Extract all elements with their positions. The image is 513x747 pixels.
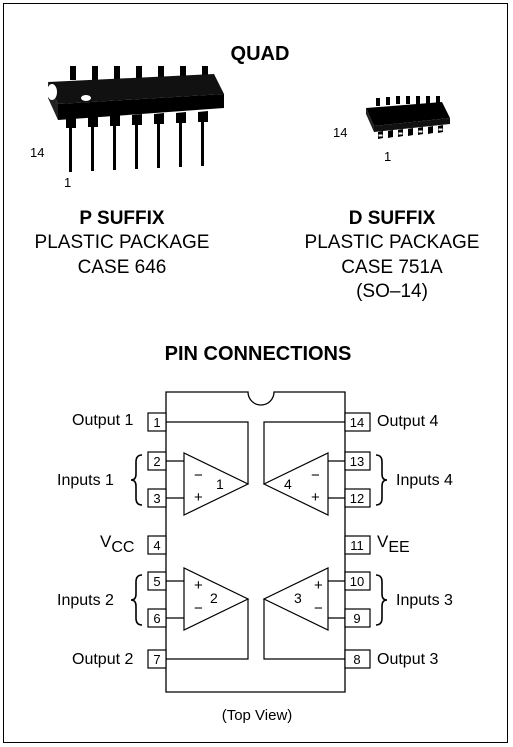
pin-box-11: [344, 535, 371, 555]
amp-1-noninverting-sign: +: [194, 489, 203, 506]
dip-pin-1-label: 1: [64, 175, 72, 190]
amp-4-noninverting-sign: +: [311, 489, 320, 506]
dip-package-type: PLASTIC PACKAGE: [34, 232, 210, 253]
dip-pin-14-label: 14: [30, 145, 45, 160]
pin-number-14: 14: [349, 415, 365, 430]
pin-number-9: 9: [353, 611, 361, 626]
soic-suffix: D SUFFIX: [348, 208, 436, 229]
amp-3-noninverting-sign: +: [314, 577, 323, 594]
soic-pin-1-label: 1: [384, 149, 392, 164]
pin-number-11: 11: [350, 538, 364, 553]
label-output-1: Output 1: [72, 412, 134, 429]
pin-number-4: 4: [153, 538, 161, 553]
pin-number-12: 12: [349, 491, 365, 506]
amp-4-triangle: [262, 452, 329, 516]
amp-1-number: 1: [216, 476, 224, 492]
top-view-caption: (Top View): [221, 707, 293, 724]
soic-case: CASE 751A: [341, 257, 443, 278]
label-vcc: VCC: [100, 532, 135, 556]
pin-number-6: 6: [153, 611, 161, 626]
amp-3-inverting-sign: −: [314, 600, 323, 617]
amp-2-inverting-sign: −: [194, 600, 203, 617]
label-inputs-1: Inputs 1: [57, 472, 114, 489]
label-inputs-3: Inputs 3: [396, 592, 453, 609]
brace-inputs-2: [130, 574, 143, 626]
dip-case: CASE 646: [77, 257, 167, 278]
pin-number-8: 8: [353, 652, 361, 667]
pin-number-13: 13: [349, 454, 365, 469]
dip-suffix: P SUFFIX: [79, 208, 165, 229]
label-output-3: Output 3: [377, 651, 439, 668]
pin-number-3: 3: [153, 491, 161, 506]
amp-2-number: 2: [210, 590, 218, 606]
soic-package-illustration: [366, 96, 450, 139]
amp-2-noninverting-sign: +: [194, 577, 203, 594]
soic-package-code: (SO–14): [356, 281, 428, 302]
pin-number-5: 5: [153, 574, 161, 589]
soic-pin-14-label: 14: [333, 125, 348, 140]
amp-1-inverting-sign: −: [194, 467, 203, 484]
pin-box-4: [147, 535, 167, 555]
amp-4-inverting-sign: −: [311, 467, 320, 484]
brace-inputs-3: [375, 574, 388, 626]
label-output-2: Output 2: [72, 651, 134, 668]
pin-number-7: 7: [153, 652, 161, 667]
pin-connections-title: PIN CONNECTIONS: [164, 343, 352, 365]
ic-body-outline: [165, 391, 346, 693]
amp-1-triangle: [183, 452, 250, 516]
pin-number-1: 1: [153, 415, 161, 430]
title-quad: QUAD: [230, 43, 290, 65]
amp-3-number: 3: [294, 590, 302, 606]
brace-inputs-1: [130, 454, 143, 506]
pin-number-2: 2: [153, 454, 161, 469]
soic-package-type: PLASTIC PACKAGE: [304, 232, 480, 253]
amp-2-triangle: [183, 567, 250, 631]
amp-3-triangle: [262, 567, 329, 631]
brace-inputs-4: [375, 454, 388, 506]
dip-package-illustration: [47, 66, 224, 172]
pin-number-10: 10: [349, 574, 365, 589]
label-inputs-2: Inputs 2: [57, 592, 114, 609]
label-output-4: Output 4: [377, 413, 439, 430]
amp-4-number: 4: [284, 476, 292, 492]
label-inputs-4: Inputs 4: [396, 472, 453, 489]
label-vee: VEE: [377, 532, 410, 556]
